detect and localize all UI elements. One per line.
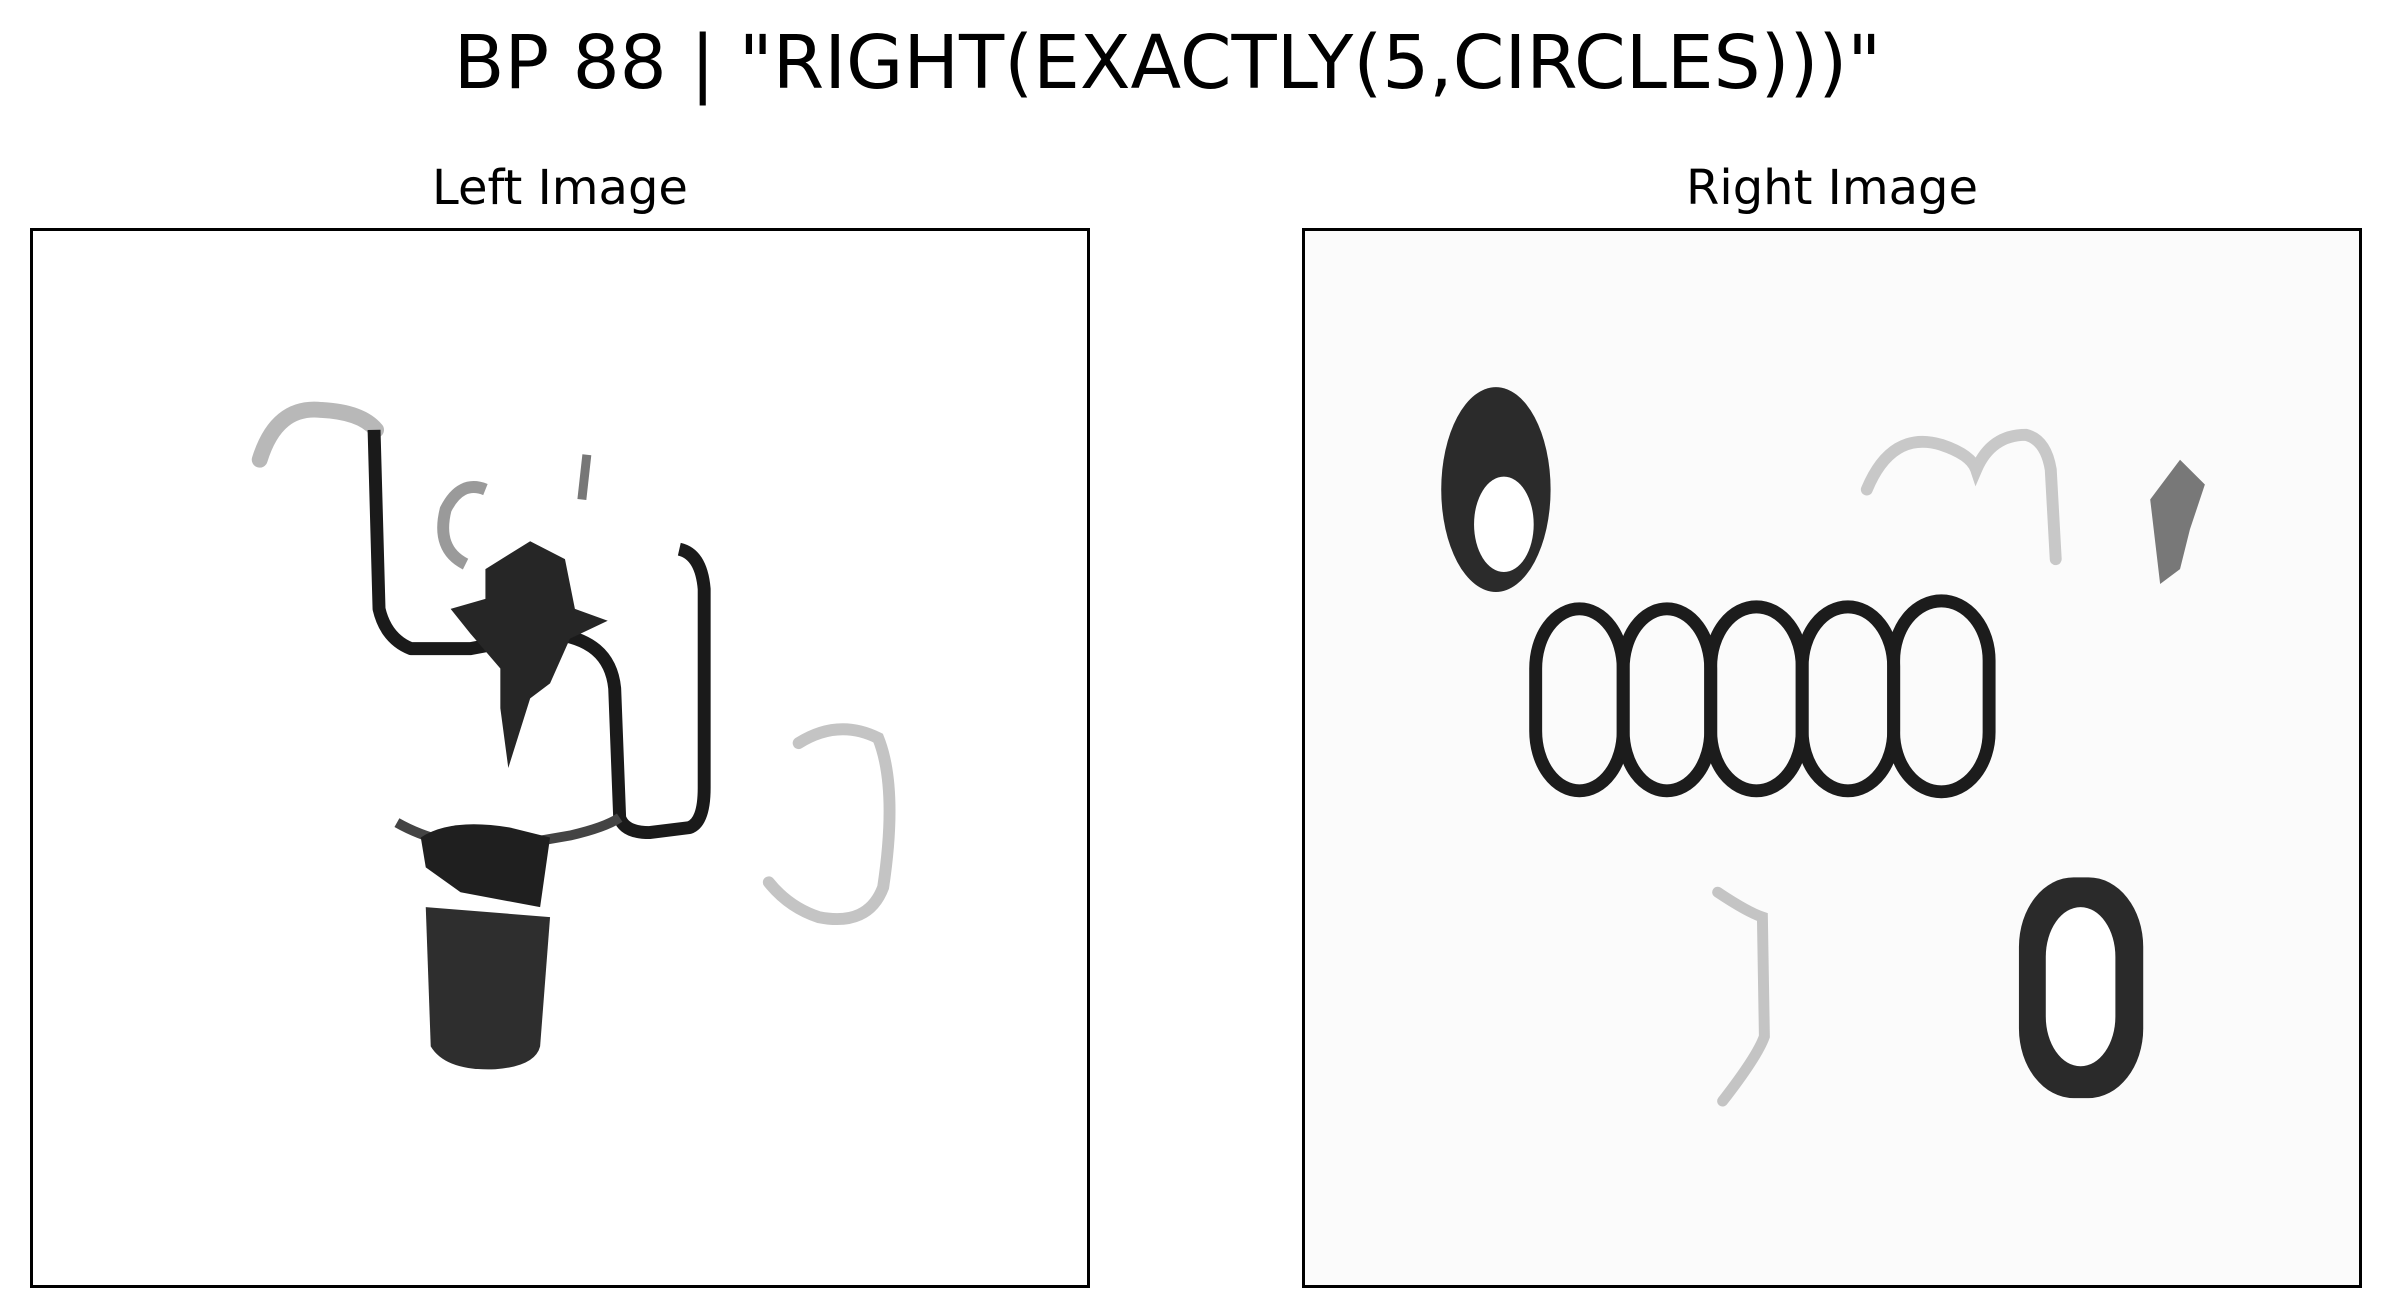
right-dark-oval-top	[1441, 387, 1551, 592]
left-faint-curve	[762, 723, 896, 926]
circle-5	[1887, 594, 1996, 799]
left-star-blob	[450, 541, 608, 768]
circle-3	[1704, 600, 1809, 798]
circle-4	[1795, 600, 1901, 798]
circle-2	[1616, 602, 1718, 798]
left-cup-body	[425, 907, 551, 1070]
left-main-stroke	[367, 429, 711, 840]
left-tick-mark	[577, 454, 592, 500]
figure-title: BP 88 | "RIGHT(EXACTLY(5,CIRCLES)))"	[453, 20, 1882, 106]
right-faint-m-shape	[1860, 428, 2062, 566]
left-small-arc	[437, 481, 488, 570]
right-circle-row	[1529, 594, 1996, 799]
circle-1	[1529, 602, 1630, 798]
right-panel-title: Right Image	[1686, 160, 1978, 216]
right-image-panel	[1302, 228, 2362, 1288]
left-hook-stroke	[251, 401, 385, 468]
left-image-panel	[30, 228, 1090, 1288]
right-image-drawing	[1441, 387, 2205, 1107]
right-gray-smudge	[2150, 459, 2205, 584]
right-dark-oval-bottom	[2018, 877, 2144, 1099]
left-panel-title: Left Image	[432, 160, 688, 216]
right-faint-bracket	[1712, 886, 1770, 1107]
left-cup-top	[420, 824, 551, 908]
left-image-drawing	[251, 401, 896, 1070]
